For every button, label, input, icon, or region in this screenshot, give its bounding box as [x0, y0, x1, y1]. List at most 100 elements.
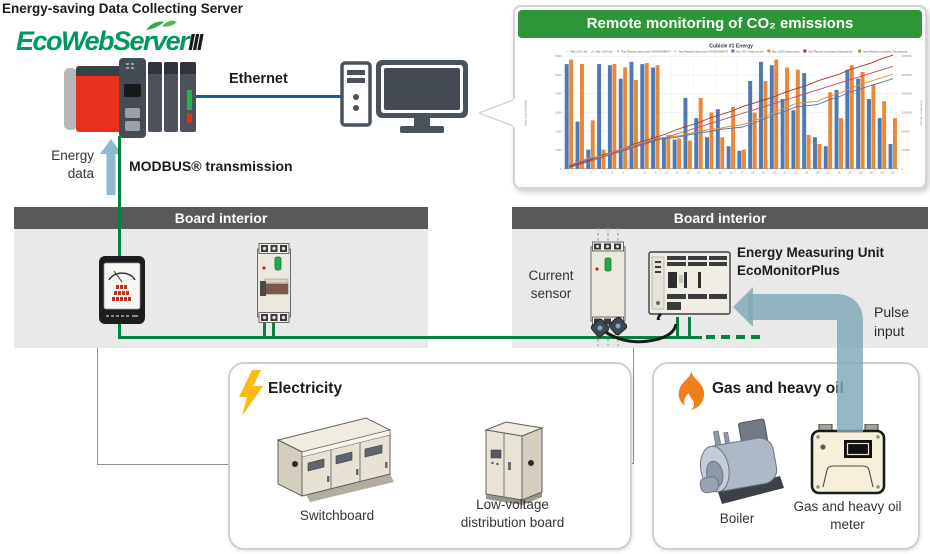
svg-text:Year Planned value (use) (ASSE: Year Planned value (use) (ASSESSMENT) — [678, 49, 728, 53]
connector-switchboard-horizontal — [97, 464, 296, 465]
svg-text:120000: 120000 — [901, 111, 911, 115]
gas-title: Gas and heavy oil — [712, 380, 844, 397]
svg-text:○: ○ — [566, 49, 568, 53]
svg-text:6: 6 — [622, 170, 624, 174]
svg-text:2000: 2000 — [555, 129, 562, 133]
boiler-illustration — [699, 418, 784, 504]
svg-text:19: 19 — [762, 170, 765, 174]
svg-text:May. 2018 use: May. 2018 use — [596, 49, 614, 53]
lowvoltage-connection-dot — [528, 460, 534, 466]
svg-text:21: 21 — [784, 170, 787, 174]
breaker-device — [257, 243, 291, 323]
svg-text:40000: 40000 — [901, 148, 910, 152]
switchboard-connection-dot — [292, 461, 298, 467]
lowvoltage-label: Low-voltage distribution board — [460, 497, 565, 530]
svg-text:28: 28 — [859, 170, 862, 174]
svg-text:4000: 4000 — [555, 92, 562, 96]
co2-emissions-chart: 0 0 1000 40000 2000 80000 3000 120000 4000 160000… — [523, 44, 924, 175]
pulse-input-label: Pulse input — [874, 304, 910, 339]
connector-lowvoltage-vertical — [633, 348, 634, 463]
modbus-bus-dashed — [706, 335, 762, 339]
svg-text:14: 14 — [708, 170, 711, 174]
ecowebserver-logo: EcoWebServerIII — [16, 20, 203, 57]
svg-text:240000: 240000 — [901, 54, 911, 58]
svg-text:12: 12 — [686, 170, 689, 174]
callout-pointer — [479, 99, 516, 127]
svg-text:May. 2017 Data amount: May. 2017 Data amount — [736, 49, 764, 53]
breaker-drop-line-2 — [272, 321, 275, 337]
svg-text:16: 16 — [730, 170, 733, 174]
right-board-header: Board interior — [512, 207, 928, 229]
svg-text:9: 9 — [655, 170, 657, 174]
modbus-bus-horizontal — [118, 336, 702, 339]
svg-text:20: 20 — [773, 170, 776, 174]
ethernet-label: Ethernet — [229, 71, 288, 87]
page-title: Energy-saving Data Collecting Server — [2, 1, 243, 16]
ethernet-line — [195, 95, 342, 98]
svg-text:200000: 200000 — [901, 73, 911, 77]
svg-text:10: 10 — [665, 170, 668, 174]
svg-text:160000: 160000 — [901, 92, 911, 96]
svg-text:△: △ — [590, 49, 594, 53]
electricity-panel: Electricity Switchboard L — [228, 362, 632, 550]
energy-data-arrow-icon — [100, 139, 122, 195]
remote-monitoring-header: Remote monitoring of CO₂ emissions — [518, 10, 922, 38]
svg-text:3: 3 — [590, 170, 592, 174]
svg-text:5000: 5000 — [555, 73, 562, 77]
svg-text:Cubicle #1 Energy: Cubicle #1 Energy — [709, 44, 753, 50]
breaker-drop-line-1 — [263, 321, 266, 337]
svg-text:5: 5 — [612, 170, 614, 174]
svg-text:25: 25 — [827, 170, 830, 174]
svg-text:15: 15 — [719, 170, 722, 174]
svg-text:7: 7 — [633, 170, 635, 174]
svg-text:80000: 80000 — [901, 129, 910, 133]
svg-text:30: 30 — [881, 170, 884, 174]
current-sensor-label: Current sensor — [528, 268, 574, 301]
ecomonitorplus-label: Energy Measuring Unit EcoMonitorPlus — [737, 245, 885, 279]
svg-text:Cumulative amount: Cumulative amount — [920, 100, 924, 126]
svg-text:4: 4 — [601, 170, 603, 174]
svg-text:26: 26 — [838, 170, 841, 174]
svg-text:13: 13 — [697, 170, 700, 174]
left-board-header: Board interior — [14, 207, 428, 229]
switchboard-label: Switchboard — [299, 508, 375, 523]
svg-text:31: 31 — [892, 170, 895, 174]
energy-data-label: Energy data — [51, 148, 94, 181]
modbus-label: MODBUS® transmission — [129, 158, 293, 174]
flame-icon — [678, 370, 705, 410]
unit-drop-line-1 — [676, 317, 679, 337]
remote-monitoring-panel: Remote monitoring of CO₂ emissions 0 0 100… — [513, 5, 927, 189]
svg-text:1: 1 — [568, 170, 570, 174]
gas-meter-illustration — [810, 424, 886, 495]
svg-text:24: 24 — [816, 170, 819, 174]
svg-text:0: 0 — [560, 167, 562, 171]
electricity-title: Electricity — [268, 380, 343, 397]
switchboard-illustration — [276, 417, 394, 502]
svg-text:1000: 1000 — [555, 148, 562, 152]
gas-panel: Gas and heavy oil Boiler — [652, 362, 920, 550]
leaf-icon — [146, 20, 177, 30]
logo-generation-text: III — [188, 29, 203, 55]
svg-text:18: 18 — [751, 170, 754, 174]
connector-switchboard-vertical — [97, 348, 98, 464]
plc-device — [64, 58, 196, 138]
svg-text:0: 0 — [901, 167, 903, 171]
gas-meter-label: Gas and heavy oil meter — [793, 499, 902, 532]
desktop-monitor — [376, 60, 468, 133]
svg-text:2: 2 — [579, 170, 581, 174]
lightning-icon — [239, 370, 263, 416]
svg-text:Daily amount (kWh): Daily amount (kWh) — [523, 100, 527, 127]
svg-text:22: 22 — [794, 170, 797, 174]
left-board-panel: Board interior — [14, 207, 428, 348]
modbus-line-vertical — [118, 136, 121, 339]
lowvoltage-illustration — [484, 421, 544, 505]
svg-text:23: 23 — [805, 170, 808, 174]
unit-drop-line-2 — [688, 317, 691, 337]
ecomonitorplus-device — [648, 251, 731, 320]
svg-text:Year Planned cumulative Data a: Year Planned cumulative Data amount — [862, 49, 907, 53]
boiler-label: Boiler — [719, 511, 755, 526]
svg-text:11: 11 — [676, 170, 679, 174]
svg-text:3000: 3000 — [555, 111, 562, 115]
logo-brand-text: EcoWebServer — [16, 26, 190, 56]
